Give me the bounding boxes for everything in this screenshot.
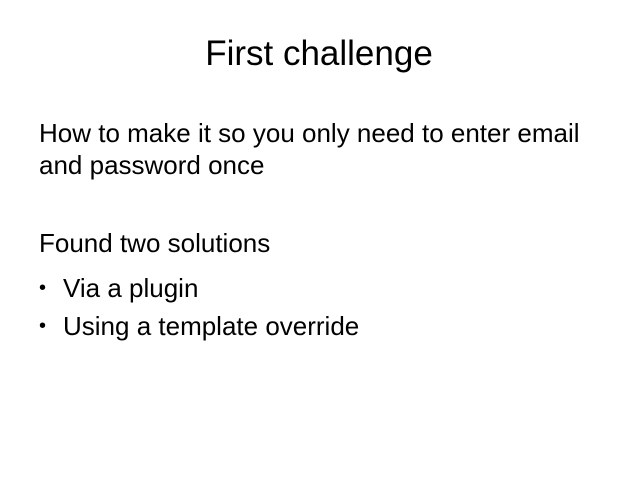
- bullet-item-label: Via a plugin: [63, 273, 199, 303]
- intro-paragraph: How to make it so you only need to enter…: [39, 117, 580, 181]
- bullet-marker-icon: •: [39, 315, 47, 337]
- subheading: Found two solutions: [39, 228, 271, 258]
- slide-title: First challenge: [205, 34, 433, 73]
- bullet-item-label: Using a template override: [63, 311, 360, 341]
- intro-line-2: and password once: [39, 150, 265, 180]
- intro-line-1: How to make it so you only need to enter…: [39, 118, 580, 148]
- bullet-item: • Via a plugin: [39, 272, 359, 304]
- bullet-list: • Via a plugin • Using a template overri…: [39, 272, 359, 342]
- bullet-item: • Using a template override: [39, 310, 359, 342]
- bullet-marker-icon: •: [39, 277, 47, 299]
